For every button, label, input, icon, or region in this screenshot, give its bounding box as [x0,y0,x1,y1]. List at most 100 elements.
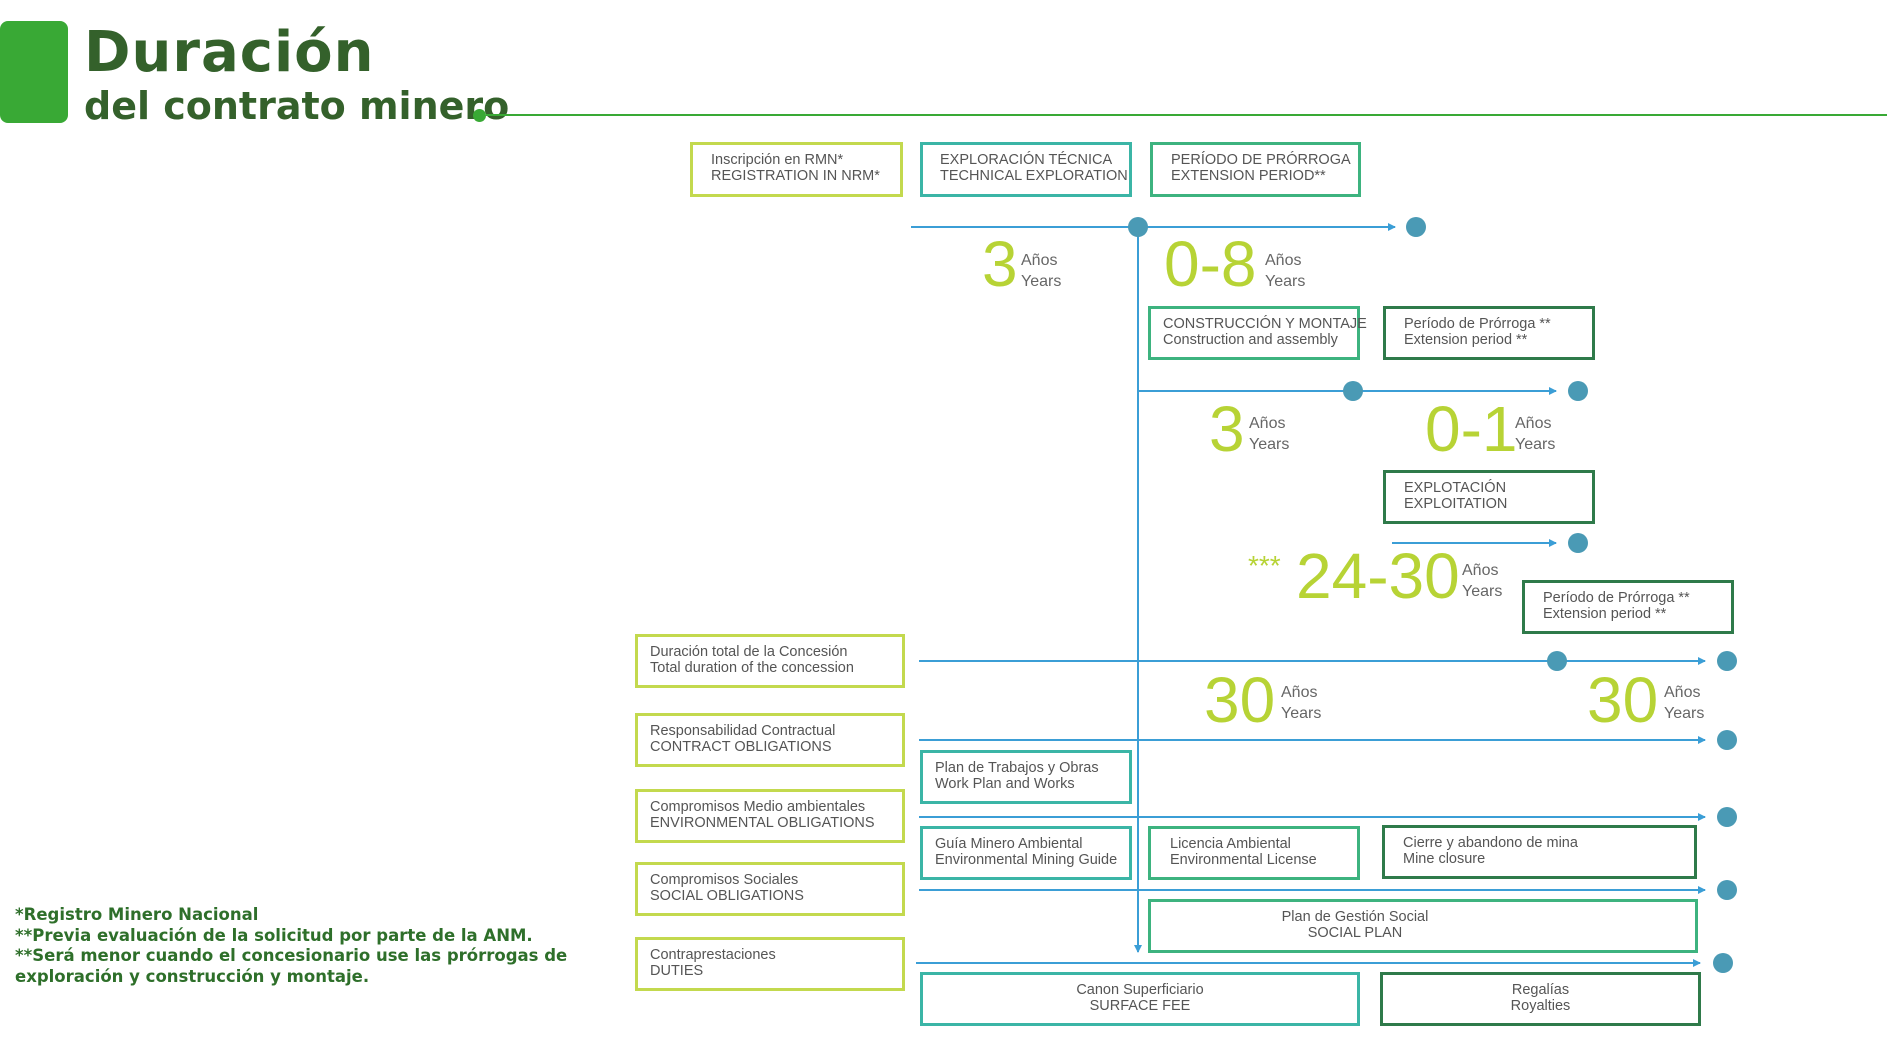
milestone-dot [1343,381,1363,401]
duration-unit-en: Years [1462,583,1502,600]
stage-extension-period-exploitation: Período de Prórroga ** Extension period … [1522,580,1734,634]
box-line-es: EXPLOTACIÓN [1404,480,1507,496]
box-line-es: Compromisos Sociales [650,872,799,888]
logo-square [0,21,68,123]
box-line-en: Work Plan and Works [935,776,1075,792]
row-contract-obligations: Responsabilidad Contractual CONTRACT OBL… [635,713,905,767]
box-line-es: Contraprestaciones [650,947,776,963]
milestone-dot [1717,807,1737,827]
box-line-es: Plan de Trabajos y Obras [935,760,1099,776]
box-line-en: CONTRACT OBLIGATIONS [650,739,832,755]
box-line-en: Construction and assembly [1163,332,1338,348]
obligation-work-plan: Plan de Trabajos y Obras Work Plan and W… [920,750,1132,804]
box-line-en: ENVIRONMENTAL OBLIGATIONS [650,815,875,831]
footnote: **Previa evaluación de la solicitud por … [15,925,533,945]
box-line-en: DUTIES [650,963,704,979]
stage-extension-period: PERÍODO DE PRÓRROGA EXTENSION PERIOD** [1150,142,1361,197]
milestone-dot [1717,730,1737,750]
box-line-en: EXPLOITATION [1404,496,1508,512]
box-line-es: PERÍODO DE PRÓRROGA [1171,152,1351,168]
box-line-en: SOCIAL PLAN [1307,925,1403,941]
duration-construction-value: 3 [1209,393,1245,465]
obligation-social-plan: Plan de Gestión Social SOCIAL PLAN [1148,899,1698,953]
page-title: Duración [84,20,375,85]
box-line-es: Responsabilidad Contractual [650,723,836,739]
box-line-es: Período de Prórroga ** [1404,316,1551,332]
box-line-es: Compromisos Medio ambientales [650,799,866,815]
box-line-en: Mine closure [1403,851,1486,867]
duration-unit-en: Years [1664,705,1704,722]
milestone-dot [1717,651,1737,671]
duration-unit-es: Años [1281,684,1317,701]
box-line-en: Extension period ** [1404,332,1528,348]
obligation-mine-closure: Cierre y abandono de mina Mine closure [1382,825,1697,879]
milestone-dot [1406,217,1426,237]
milestone-dot [1568,533,1588,553]
box-line-en: Environmental Mining Guide [935,852,1118,868]
box-line-es: Plan de Gestión Social [1281,909,1429,925]
duration-exploitation-prefix: *** [1248,550,1281,581]
box-line-es: Licencia Ambiental [1170,836,1291,852]
box-line-es: Regalías [1511,982,1570,998]
obligation-royalties: Regalías Royalties [1380,972,1701,1026]
duration-unit-en: Years [1281,705,1321,722]
footnote: *Registro Minero Nacional [15,905,259,924]
duration-unit-en: Years [1021,273,1061,290]
box-line-es: Canon Superficiario [1076,982,1204,998]
duration-total-value: 30 [1204,664,1275,736]
duration-unit-es: Años [1249,415,1285,432]
duration-exploration-value: 3 [982,228,1018,300]
duration-construction-extension-value: 0-1 [1425,393,1518,465]
row-duties: Contraprestaciones DUTIES [635,937,905,991]
row-social-obligations: Compromisos Sociales SOCIAL OBLIGATIONS [635,862,905,916]
box-line-es: Cierre y abandono de mina [1403,835,1578,851]
box-line-es: Duración total de la Concesión [650,644,848,660]
box-line-es: Inscripción en RMN* [711,152,844,168]
duration-unit-en: Years [1515,436,1555,453]
row-environmental-obligations: Compromisos Medio ambientales ENVIRONMEN… [635,789,905,843]
duration-unit-es: Años [1515,415,1551,432]
duration-unit-es: Años [1462,562,1498,579]
box-line-es: Período de Prórroga ** [1543,590,1690,606]
milestone-dot [1568,381,1588,401]
box-line-en: Royalties [1510,998,1571,1014]
duration-unit-en: Years [1265,273,1305,290]
box-line-es: CONSTRUCCIÓN Y MONTAJE [1163,316,1367,332]
box-line-en: SOCIAL OBLIGATIONS [650,888,804,904]
box-line-en: REGISTRATION IN NRM* [711,168,880,184]
box-line-en: Total duration of the concession [650,660,854,676]
milestone-dot [1547,651,1567,671]
milestone-dot [1128,217,1148,237]
milestone-dot [1717,880,1737,900]
row-total-duration: Duración total de la Concesión Total dur… [635,634,905,688]
footnote: **Será menor cuando el concesionario use… [15,946,568,965]
footnote: exploración y construcción y montaje. [15,966,370,986]
stage-construction: CONSTRUCCIÓN Y MONTAJE Construction and … [1148,306,1367,360]
footnotes: *Registro Minero Nacional **Previa evalu… [15,905,567,987]
box-line-es: Guía Minero Ambiental [935,836,1083,852]
obligation-env-mining-guide: Guía Minero Ambiental Environmental Mini… [920,826,1132,880]
box-line-es: EXPLORACIÓN TÉCNICA [940,152,1113,168]
header-rule-dot [473,109,486,122]
stage-extension-period-construction: Período de Prórroga ** Extension period … [1383,306,1595,360]
duration-exploration-extension-value: 0-8 [1164,228,1257,300]
stage-exploitation: EXPLOTACIÓN EXPLOITATION [1383,470,1595,524]
box-line-en: TECHNICAL EXPLORATION [940,168,1128,184]
box-line-en: Extension period ** [1543,606,1667,622]
box-line-en: SURFACE FEE [1089,998,1191,1014]
duration-unit-es: Años [1021,252,1057,269]
obligation-surface-fee: Canon Superficiario SURFACE FEE [920,972,1360,1026]
milestone-dot [1713,953,1733,973]
stage-technical-exploration: EXPLORACIÓN TÉCNICA TECHNICAL EXPLORATIO… [920,142,1132,197]
stage-registration: Inscripción en RMN* REGISTRATION IN NRM* [690,142,903,197]
header-rule [486,114,1887,116]
obligation-env-license: Licencia Ambiental Environmental License [1148,826,1360,880]
box-line-en: EXTENSION PERIOD** [1171,168,1326,184]
page-subtitle: del contrato minero [84,84,510,128]
box-line-en: Environmental License [1170,852,1317,868]
duration-unit-en: Years [1249,436,1289,453]
duration-unit-es: Años [1265,252,1301,269]
duration-exploitation-value: 24-30 [1296,540,1460,612]
duration-total-extension-value: 30 [1587,664,1658,736]
